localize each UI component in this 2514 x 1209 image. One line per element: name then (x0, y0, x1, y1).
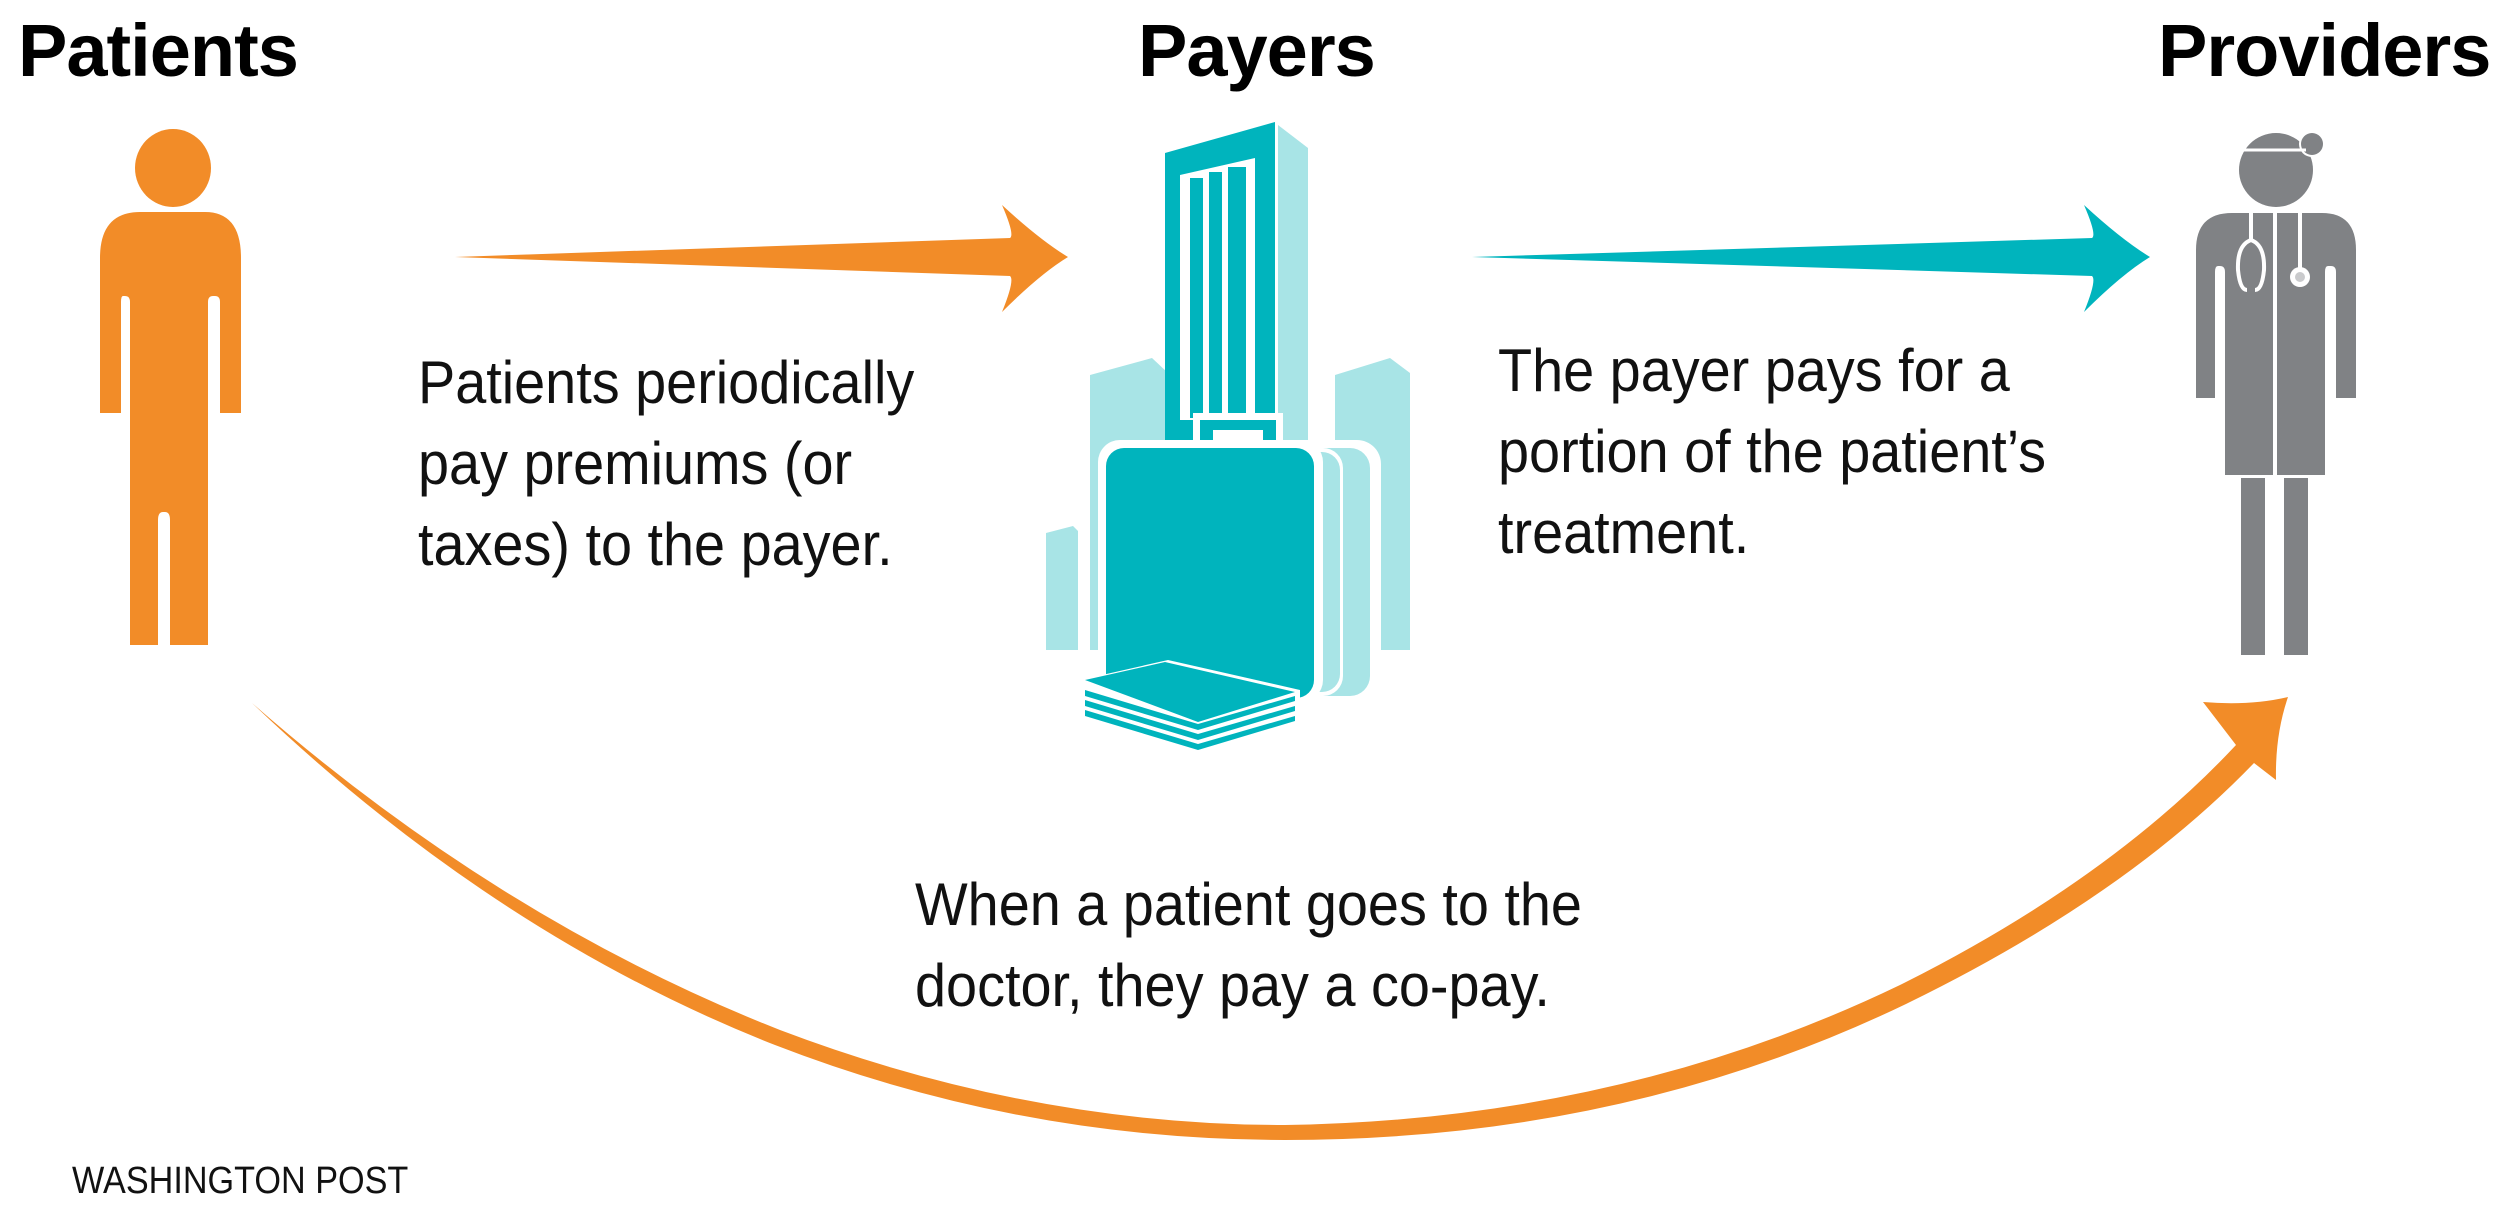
stethoscope-icon (2235, 213, 2302, 292)
description-line: treatment. (1498, 499, 1750, 566)
patients-to-payers-description: Patients periodically pay premiums (or t… (418, 342, 914, 585)
providers-title: Providers (2158, 9, 2491, 92)
paper-stack-icon (1080, 660, 1300, 750)
description-line: doctor, they pay a co-pay. (915, 952, 1550, 1019)
arrow-patients-to-providers (252, 697, 2288, 1140)
description-line: Patients periodically (418, 349, 915, 416)
doctor-icon (2196, 131, 2356, 655)
payers-title: Payers (1138, 9, 1376, 92)
patients-title: Patients (18, 9, 299, 92)
description-line: The payer pays for a (1498, 337, 2010, 404)
payers-to-providers-description: The payer pays for a portion of the pati… (1498, 330, 2046, 573)
description-line: When a patient goes to the (915, 871, 1582, 938)
office-building-briefcase-icon (1046, 122, 1410, 750)
description-line: portion of the patient’s (1498, 418, 2047, 485)
patients-to-providers-description: When a patient goes to the doctor, they … (915, 864, 1582, 1026)
source-credit: WASHINGTON POST (72, 1160, 409, 1202)
arrow-payers-to-providers (1472, 205, 2150, 312)
description-line: pay premiums (or (418, 430, 853, 497)
description-line: taxes) to the payer. (418, 511, 893, 578)
arrow-patients-to-payers (455, 205, 1068, 312)
person-icon (100, 129, 241, 645)
